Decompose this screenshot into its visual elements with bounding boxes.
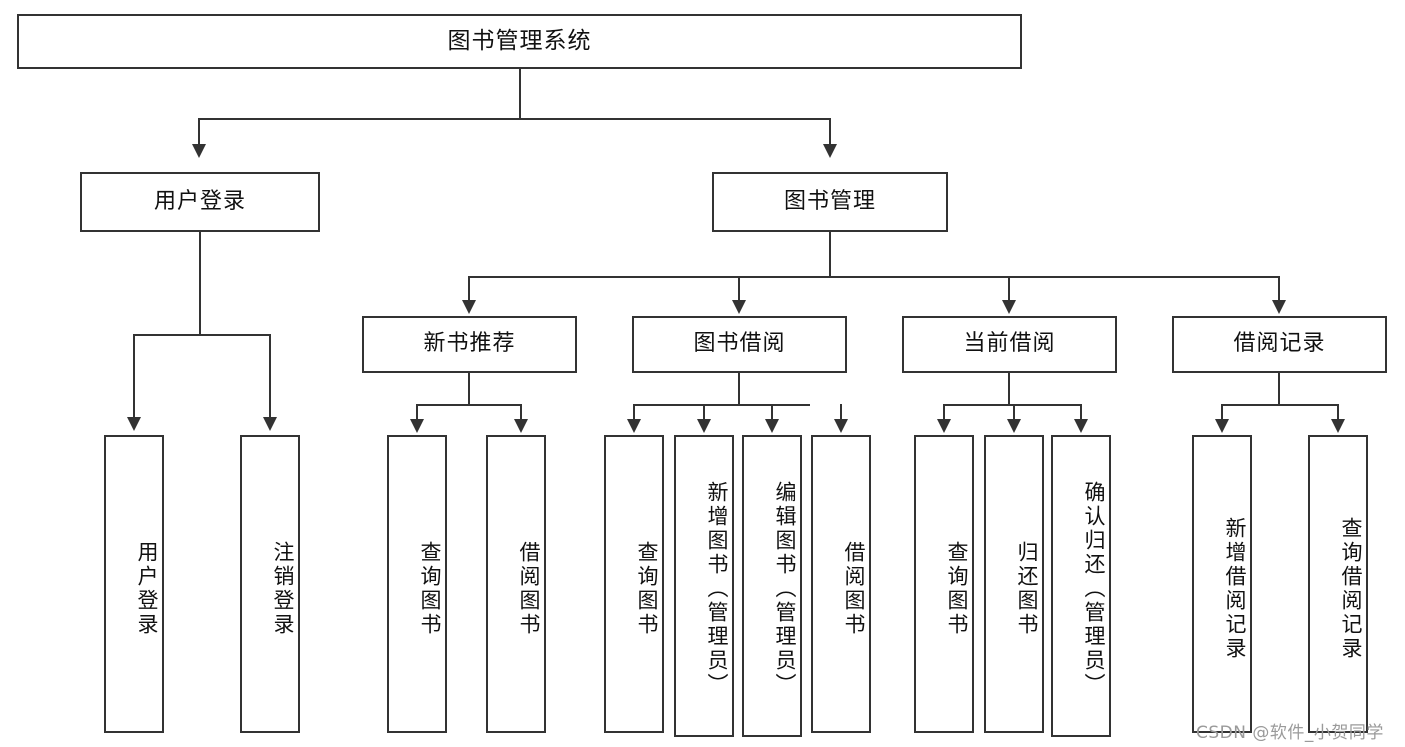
connector-bookmgmt-to-current [1008, 276, 1010, 302]
connector-current-trunk [1008, 373, 1010, 406]
arrow-bookmgmt-to-borrow-icon [732, 300, 746, 314]
arrow-new-leaf1-icon [410, 419, 424, 433]
connector-login-trunk [199, 232, 201, 335]
arrow-borrow-leaf4-icon [834, 419, 848, 433]
arrow-root-to-bookmgmt-icon [823, 144, 837, 158]
leaf-query-borrow-record[interactable]: 查询借阅记录 [1308, 435, 1368, 733]
connector-record-trunk [1278, 373, 1280, 406]
arrow-borrow-leaf1-icon [627, 419, 641, 433]
connector-root-to-bookmgmt [829, 118, 831, 146]
leaf-borrow-book-recommend[interactable]: 借阅图书 [486, 435, 546, 733]
connector-current-leaf1 [943, 404, 945, 421]
leaf-confirm-return-admin[interactable]: 确认归还（管理员） [1051, 435, 1111, 737]
leaf-add-book-admin[interactable]: 新增图书（管理员） [674, 435, 734, 737]
connector-new-leaf1 [416, 404, 418, 421]
connector-bookmgmt-to-record [1278, 276, 1280, 302]
connector-bookmgmt-bus [468, 276, 1280, 278]
leaf-query-book-borrow[interactable]: 查询图书 [604, 435, 664, 733]
connector-new-bus [416, 404, 522, 406]
arrow-borrow-leaf2-icon [697, 419, 711, 433]
watermark-label: CSDN @软件_小贺同学 [1196, 723, 1384, 743]
connector-borrow-leaf1 [633, 404, 635, 421]
leaf-edit-book-admin[interactable]: 编辑图书（管理员） [742, 435, 802, 737]
arrow-record-leaf2-icon [1331, 419, 1345, 433]
leaf-logout-login[interactable]: 注销登录 [240, 435, 300, 733]
node-root-system[interactable]: 图书管理系统 [17, 14, 1022, 69]
arrow-root-to-login-icon [192, 144, 206, 158]
connector-current-leaf2 [1013, 404, 1015, 421]
node-new-book-recommend[interactable]: 新书推荐 [362, 316, 577, 373]
arrow-login-leaf2-icon [263, 417, 277, 431]
connector-root-bus [198, 118, 831, 120]
arrow-new-leaf2-icon [514, 419, 528, 433]
arrow-borrow-leaf3-icon [765, 419, 779, 433]
arrow-record-leaf1-icon [1215, 419, 1229, 433]
connector-borrow-leaf2 [703, 404, 705, 421]
connector-new-leaf2 [520, 404, 522, 421]
connector-login-bus [133, 334, 271, 336]
leaf-query-book-current[interactable]: 查询图书 [914, 435, 974, 733]
connector-record-leaf2 [1337, 404, 1339, 421]
arrow-bookmgmt-to-record-icon [1272, 300, 1286, 314]
arrow-current-leaf1-icon [937, 419, 951, 433]
connector-record-bus [1221, 404, 1339, 406]
connector-root-to-login [198, 118, 200, 146]
node-borrow-record[interactable]: 借阅记录 [1172, 316, 1387, 373]
connector-borrow-bus [633, 404, 810, 406]
arrow-login-leaf1-icon [127, 417, 141, 431]
arrow-current-leaf2-icon [1007, 419, 1021, 433]
leaf-add-borrow-record[interactable]: 新增借阅记录 [1192, 435, 1252, 733]
leaf-return-book[interactable]: 归还图书 [984, 435, 1044, 733]
connector-bookmgmt-trunk [829, 232, 831, 277]
node-book-borrow[interactable]: 图书借阅 [632, 316, 847, 373]
node-book-management[interactable]: 图书管理 [712, 172, 948, 232]
connector-new-trunk [468, 373, 470, 406]
connector-record-leaf1 [1221, 404, 1223, 421]
leaf-query-book-recommend[interactable]: 查询图书 [387, 435, 447, 733]
connector-login-leaf1 [133, 334, 135, 419]
arrow-bookmgmt-to-new-icon [462, 300, 476, 314]
node-current-borrow[interactable]: 当前借阅 [902, 316, 1117, 373]
arrow-bookmgmt-to-current-icon [1002, 300, 1016, 314]
leaf-borrow-book-borrow[interactable]: 借阅图书 [811, 435, 871, 733]
connector-borrow-leaf3 [771, 404, 773, 421]
arrow-current-leaf3-icon [1074, 419, 1088, 433]
leaf-user-login[interactable]: 用户登录 [104, 435, 164, 733]
node-user-login[interactable]: 用户登录 [80, 172, 320, 232]
connector-current-leaf3 [1080, 404, 1082, 421]
connector-current-bus [943, 404, 1081, 406]
connector-bookmgmt-to-new [468, 276, 470, 302]
connector-borrow-leaf4 [840, 404, 842, 421]
connector-bookmgmt-to-borrow [738, 276, 740, 302]
connector-root-trunk [519, 69, 521, 119]
connector-borrow-trunk [738, 373, 740, 406]
connector-login-leaf2 [269, 334, 271, 419]
